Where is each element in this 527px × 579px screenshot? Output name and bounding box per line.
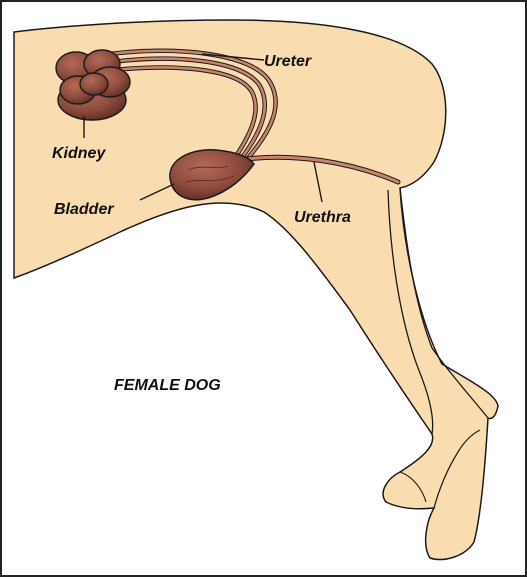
kidney-organ	[56, 50, 130, 120]
ureter-label: Ureter	[264, 53, 312, 70]
diagram-title: FEMALE DOG	[114, 377, 221, 394]
kidney-label: Kidney	[52, 145, 106, 162]
bladder-label: Bladder	[54, 201, 114, 218]
urethra-label: Urethra	[294, 209, 351, 226]
